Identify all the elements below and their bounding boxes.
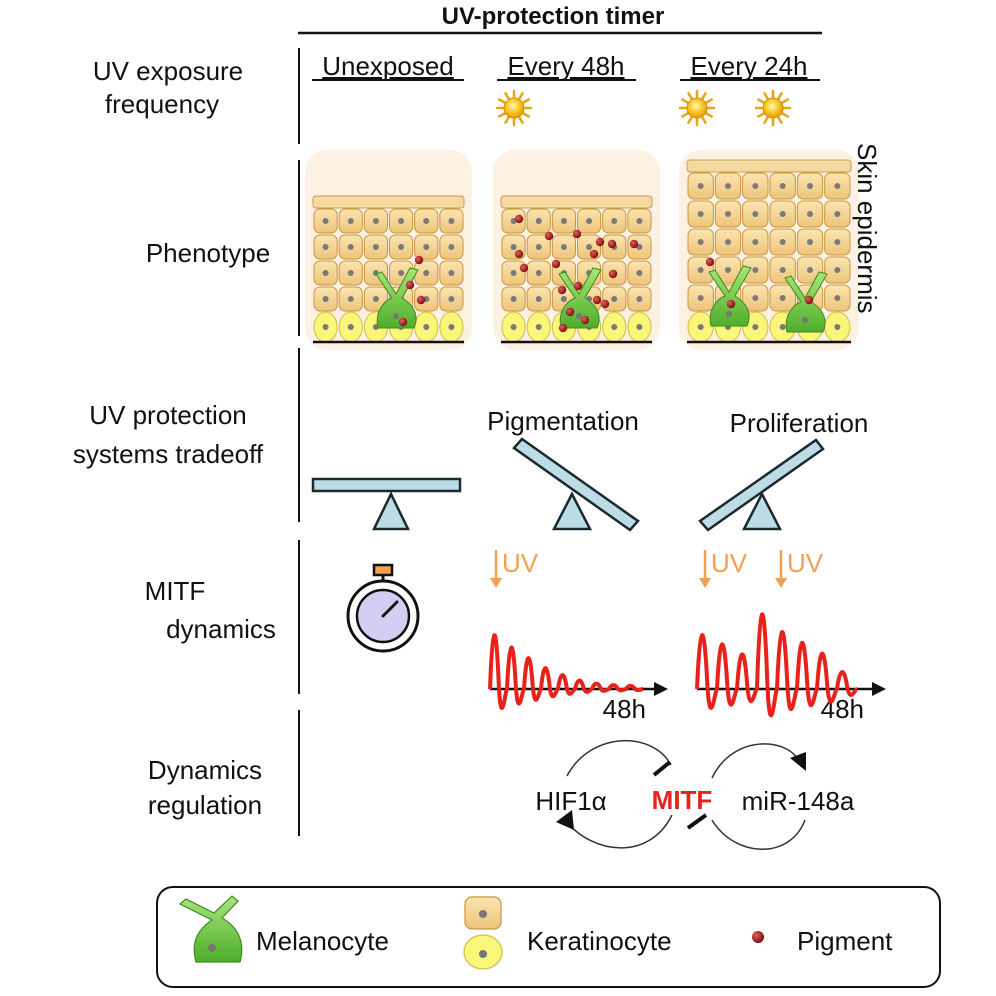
tradeoff-label-proliferation: Proliferation <box>730 408 869 438</box>
pigment-granule <box>726 299 736 309</box>
pigment-granule <box>398 317 408 327</box>
row-label-mitf-1: MITF <box>145 576 206 606</box>
tissue-panels <box>305 150 859 350</box>
tissue-unexposed <box>305 150 472 350</box>
pigment-granule <box>558 323 568 333</box>
pigment-granule <box>608 269 618 279</box>
pigment-granule <box>414 255 424 265</box>
legend-box <box>156 886 941 988</box>
arrowhead-to-mir148a <box>790 752 806 771</box>
row-label-frequency-1: UV exposure <box>93 56 243 86</box>
pigment-granule <box>514 214 524 224</box>
row-label-regulation-1: Dynamics <box>148 755 262 785</box>
tissue-every-24h <box>679 150 859 350</box>
legend-label-melanocyte: Melanocyte <box>256 926 389 956</box>
melanocyte-icon <box>178 895 243 963</box>
melanocyte-cell <box>708 265 752 327</box>
regulation-network: HIF1α MITF miR-148a <box>535 739 855 850</box>
row-label-phenotype: Phenotype <box>146 238 270 268</box>
sun-icon <box>678 89 716 127</box>
column-every-48h: Every 48h <box>507 51 624 81</box>
mitf-trace <box>695 612 859 718</box>
sun-icons <box>495 89 792 127</box>
pigment-granule <box>589 249 599 259</box>
mitf-trace <box>488 633 644 710</box>
pigment-granule <box>804 295 814 305</box>
pigment-icon <box>752 931 764 943</box>
time-label-48h: 48h <box>821 694 864 724</box>
uv-label: UV <box>502 548 539 578</box>
keratinocyte-icon <box>463 896 503 970</box>
pigment-granule <box>600 299 610 309</box>
pigment-granule <box>557 285 567 295</box>
seesaw-pigmentation <box>512 437 640 532</box>
pigment-granule <box>705 257 715 267</box>
uv-label: UV <box>787 548 824 578</box>
row-label-tradeoff-1: UV protection <box>89 400 247 430</box>
tissue-every-48h <box>493 150 660 350</box>
node-mitf: MITF <box>652 785 713 815</box>
sun-icon <box>754 89 792 127</box>
node-hif1a: HIF1α <box>535 786 606 816</box>
column-unexposed: Unexposed <box>322 51 454 81</box>
pigment-granule <box>572 229 582 239</box>
arrowhead-to-hif1a <box>556 810 574 830</box>
legend-label-pigment: Pigment <box>797 926 893 956</box>
pigment-granule <box>592 295 602 305</box>
row-label-regulation-2: regulation <box>148 790 262 820</box>
header-title: UV-protection timer <box>442 3 665 30</box>
pigment-granule <box>519 263 529 273</box>
row-label-tradeoff-2: systems tradeoff <box>73 439 264 469</box>
seesaw-proliferation <box>698 438 825 532</box>
node-mir148a: miR-148a <box>742 786 855 816</box>
mitf-plot-every-48h: UV 48h <box>488 548 668 724</box>
pigment-granule <box>544 231 554 241</box>
column-every-24h: Every 24h <box>690 51 807 81</box>
pigment-granule <box>565 307 575 317</box>
inhibition-bar-top <box>652 760 672 777</box>
row-label-frequency-2: frequency <box>105 89 219 119</box>
pigment-granule <box>405 280 415 290</box>
seesaw-balanced <box>311 477 462 531</box>
legend: Melanocyte Keratinocyte Pigment <box>156 886 941 988</box>
inhibition-bar-bottom <box>686 813 708 830</box>
legend-label-keratinocyte: Keratinocyte <box>527 926 672 956</box>
stopwatch-icon <box>346 563 420 653</box>
pigment-granule <box>551 259 561 269</box>
pigment-granule <box>514 249 524 259</box>
pigment-granule <box>607 239 617 249</box>
time-label-48h: 48h <box>603 694 646 724</box>
side-label-skin-epidermis: Skin epidermis <box>852 143 882 314</box>
pigment-granule <box>573 281 583 291</box>
pigment-granule <box>595 237 605 247</box>
mitf-plot-every-24h: UV UV 48h <box>695 548 886 724</box>
row-label-mitf-2: dynamics <box>166 614 276 644</box>
pigment-granule <box>629 239 639 249</box>
tradeoff-label-pigmentation: Pigmentation <box>487 406 639 436</box>
uv-label: UV <box>711 548 748 578</box>
pigment-granule <box>416 295 426 305</box>
sun-icon <box>495 89 533 127</box>
pigment-granule <box>580 315 590 325</box>
